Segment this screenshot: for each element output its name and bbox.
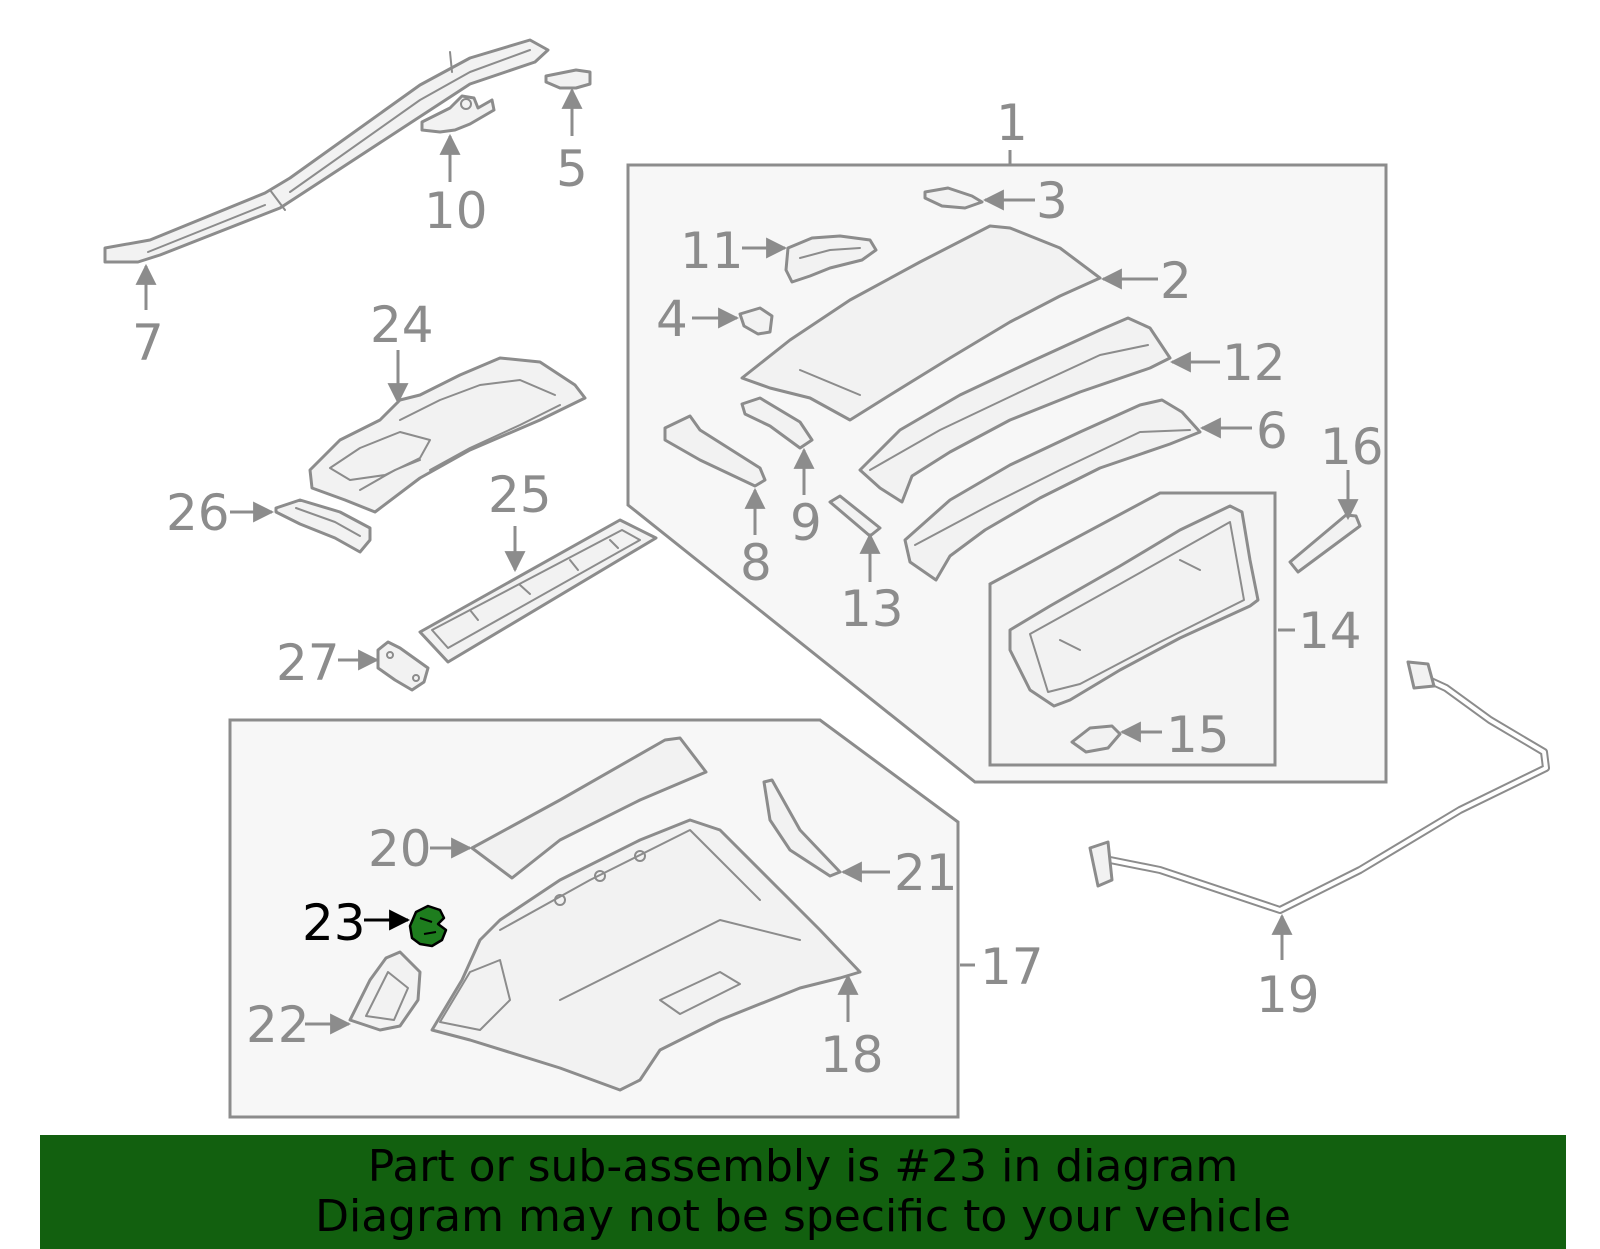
part-9-strip bbox=[740, 396, 814, 450]
banner-line-part: Part or sub-assembly is #23 in diagram bbox=[367, 1141, 1239, 1192]
callout-6: 6 bbox=[1256, 402, 1288, 460]
part-27-bracket bbox=[376, 640, 430, 692]
part-21-trim bbox=[762, 778, 842, 878]
callout-10: 10 bbox=[424, 182, 488, 240]
part-16-strip bbox=[1288, 513, 1362, 574]
callout-27: 27 bbox=[276, 634, 340, 692]
part-19-cable bbox=[1088, 660, 1550, 914]
callout-8: 8 bbox=[740, 534, 772, 592]
part-12-frame bbox=[858, 316, 1172, 504]
part-11-latch bbox=[784, 234, 878, 284]
part-23-clip[interactable] bbox=[408, 904, 448, 948]
part-3-pad bbox=[923, 186, 984, 210]
callout-17: 17 bbox=[980, 938, 1044, 996]
callout-1: 1 bbox=[996, 94, 1028, 152]
callout-26: 26 bbox=[166, 484, 230, 542]
callout-3: 3 bbox=[1036, 172, 1068, 230]
callout-9: 9 bbox=[790, 494, 822, 552]
part-18-console bbox=[430, 818, 862, 1092]
callout-16: 16 bbox=[1320, 418, 1384, 476]
part-24-shelf bbox=[308, 356, 587, 514]
banner-line-disclaimer: Diagram may not be specific to your vehi… bbox=[315, 1191, 1291, 1242]
callout-15: 15 bbox=[1166, 706, 1230, 764]
callout-25: 25 bbox=[488, 466, 552, 524]
callout-7: 7 bbox=[132, 314, 164, 372]
part-4-clip bbox=[738, 306, 774, 336]
part-6-frame bbox=[903, 398, 1202, 582]
callout-11: 11 bbox=[680, 222, 744, 280]
part-20-trim bbox=[470, 736, 708, 880]
part-8-strip bbox=[663, 414, 767, 488]
part-10-bracket bbox=[420, 94, 496, 134]
callout-18: 18 bbox=[820, 1026, 884, 1084]
notice-banner: Part or sub-assembly is #23 in diagram D… bbox=[40, 1135, 1566, 1249]
callout-24: 24 bbox=[370, 296, 434, 354]
part-5-clip bbox=[544, 68, 592, 90]
callout-22: 22 bbox=[246, 996, 310, 1054]
part-26-bracket bbox=[274, 498, 372, 554]
callout-19: 19 bbox=[1256, 966, 1320, 1024]
callout-23[interactable]: 23 bbox=[302, 894, 366, 952]
callout-12: 12 bbox=[1222, 334, 1286, 392]
part-25-crossmember bbox=[418, 518, 658, 664]
callout-20: 20 bbox=[368, 820, 432, 878]
callout-2: 2 bbox=[1160, 252, 1192, 310]
part-7-roof-rail bbox=[103, 38, 550, 264]
callout-21: 21 bbox=[894, 844, 958, 902]
callout-5: 5 bbox=[556, 140, 588, 198]
callout-4: 4 bbox=[656, 290, 688, 348]
part-2-roof-panel bbox=[740, 224, 1102, 422]
callout-14: 14 bbox=[1298, 602, 1362, 660]
callout-13: 13 bbox=[840, 580, 904, 638]
part-22-trim bbox=[348, 950, 422, 1032]
part-14-window bbox=[1008, 504, 1260, 708]
part-13-plate bbox=[828, 494, 882, 538]
